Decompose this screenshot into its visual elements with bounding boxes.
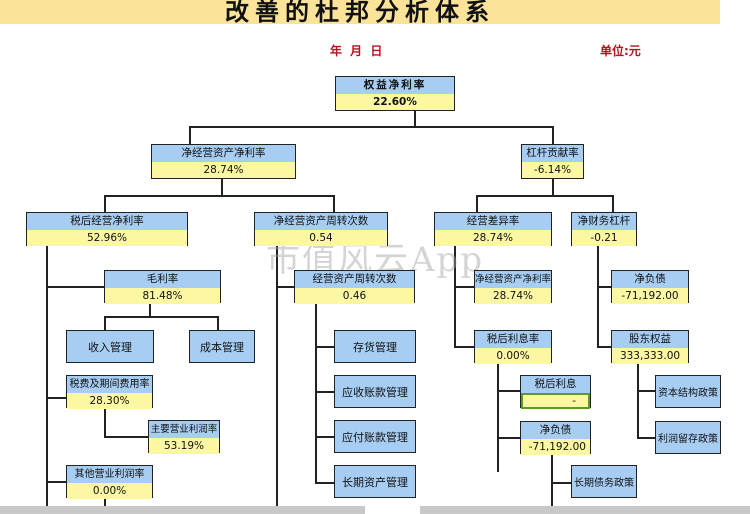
leaf-capital-structure-policy[interactable]: 资本结构政策	[655, 375, 721, 408]
node-value: 52.96%	[27, 230, 187, 246]
node-label: 税费及期间费用率	[67, 376, 152, 393]
node-operating-asset-turnover[interactable]: 经营资产周转次数 0.46	[294, 270, 415, 304]
node-other-business-margin[interactable]: 其他营业利润率 0.00%	[66, 465, 153, 499]
node-value: 22.60%	[336, 94, 454, 110]
leaf-receivables-management[interactable]: 应收账款管理	[334, 375, 416, 408]
node-label: 税后利息率	[475, 331, 551, 348]
horizontal-scrollbar-left[interactable]	[0, 506, 365, 514]
node-label: 权益净利率	[336, 77, 454, 94]
node-value: 0.46	[295, 288, 414, 304]
leaf-long-term-debt-policy[interactable]: 长期债务政策	[571, 465, 637, 498]
node-gross-margin[interactable]: 毛利率 81.48%	[104, 270, 221, 304]
node-label: 净负债	[612, 271, 688, 288]
node-net-debt-right[interactable]: 净负债 -71,192.00	[611, 270, 689, 304]
node-label: 经营差异率	[435, 213, 551, 230]
node-value: 28.74%	[152, 162, 295, 178]
node-label: 主要营业利润率	[149, 421, 219, 438]
horizontal-scrollbar-right[interactable]	[420, 506, 750, 514]
node-net-operating-asset-return-2[interactable]: 净经营资产净利率 28.74%	[474, 270, 552, 304]
leaf-cost-management[interactable]: 成本管理	[189, 330, 255, 363]
node-label: 净经营资产净利率	[152, 145, 295, 162]
node-label: 毛利率	[105, 271, 220, 288]
leaf-payables-management[interactable]: 应付账款管理	[334, 420, 416, 453]
node-label: 经营资产周转次数	[295, 271, 414, 288]
node-label: 税后利息	[521, 376, 590, 393]
node-label: 净经营资产周转次数	[255, 213, 387, 230]
node-label: 净负债	[521, 422, 590, 439]
node-label: 其他营业利润率	[67, 466, 152, 483]
page-title: 改善的杜邦分析体系	[225, 0, 495, 26]
node-label: 净财务杠杆	[572, 213, 636, 230]
leaf-retained-earnings-policy[interactable]: 利润留存政策	[655, 421, 721, 454]
node-value: 28.74%	[475, 288, 551, 304]
node-net-operating-asset-turnover[interactable]: 净经营资产周转次数 0.54	[254, 212, 388, 246]
node-value: 0.00%	[67, 483, 152, 499]
unit-label: 单位:元	[600, 44, 641, 58]
node-operating-spread[interactable]: 经营差异率 28.74%	[434, 212, 552, 246]
node-value: 28.74%	[435, 230, 551, 246]
node-label: 股东权益	[612, 331, 688, 348]
node-after-tax-interest[interactable]: 税后利息 -	[520, 375, 591, 409]
node-after-tax-operating-margin[interactable]: 税后经营净利率 52.96%	[26, 212, 188, 246]
node-value: -71,192.00	[612, 288, 688, 304]
node-after-tax-interest-rate[interactable]: 税后利息率 0.00%	[474, 330, 552, 364]
node-tax-expense-rate[interactable]: 税费及期间费用率 28.30%	[66, 375, 153, 409]
date-label: 年 月 日	[330, 44, 385, 58]
leaf-revenue-management[interactable]: 收入管理	[66, 330, 154, 363]
node-value: 53.19%	[149, 438, 219, 454]
title-bar: 改善的杜邦分析体系	[0, 0, 720, 26]
node-main-business-margin[interactable]: 主要营业利润率 53.19%	[148, 420, 220, 454]
node-label: 净经营资产净利率	[475, 271, 551, 288]
node-value: -0.21	[572, 230, 636, 246]
leaf-long-term-asset-management[interactable]: 长期资产管理	[334, 465, 416, 498]
node-label: 杠杆贡献率	[522, 145, 583, 162]
node-shareholder-equity[interactable]: 股东权益 333,333.00	[611, 330, 689, 364]
node-net-operating-asset-return[interactable]: 净经营资产净利率 28.74%	[151, 144, 296, 179]
leaf-inventory-management[interactable]: 存货管理	[334, 330, 416, 363]
node-value: 0.54	[255, 230, 387, 246]
node-roe[interactable]: 权益净利率 22.60%	[335, 76, 455, 111]
node-net-debt[interactable]: 净负债 -71,192.00	[520, 421, 591, 455]
node-value: 0.00%	[475, 348, 551, 364]
node-net-financial-leverage[interactable]: 净财务杠杆 -0.21	[571, 212, 637, 246]
node-label: 税后经营净利率	[27, 213, 187, 230]
node-value: 28.30%	[67, 393, 152, 409]
node-value: -6.14%	[522, 162, 583, 178]
node-value: 333,333.00	[612, 348, 688, 364]
node-leverage-contribution[interactable]: 杠杆贡献率 -6.14%	[521, 144, 584, 179]
node-value-selected-cell[interactable]: -	[521, 393, 590, 409]
node-value: 81.48%	[105, 288, 220, 304]
node-value: -71,192.00	[521, 439, 590, 455]
